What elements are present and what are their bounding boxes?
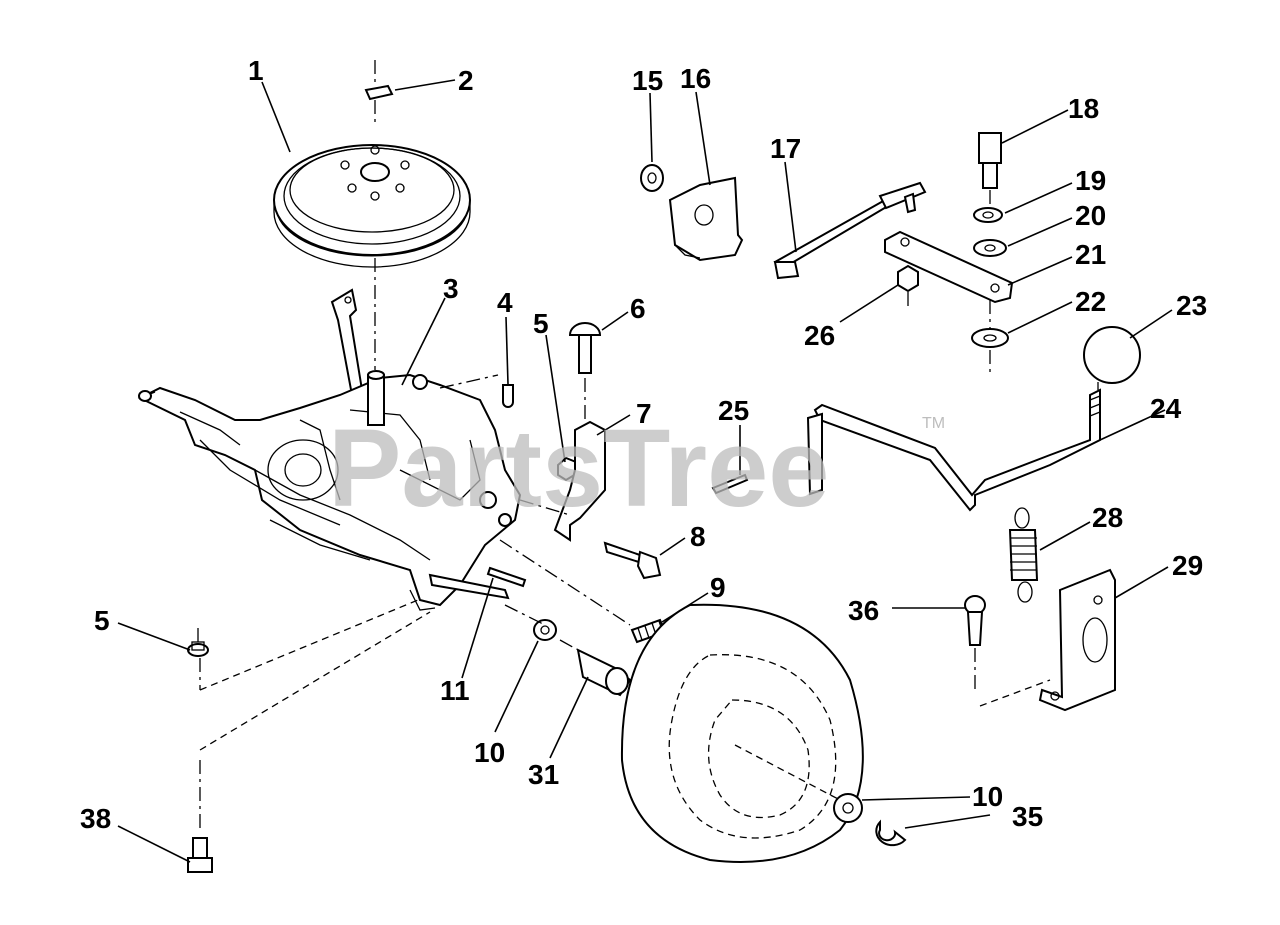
shift-lever-part (806, 388, 1101, 512)
extension-spring-part (1008, 507, 1039, 603)
callout-16: 16 (680, 63, 711, 94)
callout-3: 3 (443, 273, 459, 304)
lower-washer-part (971, 328, 1009, 348)
callout-19: 19 (1075, 165, 1106, 196)
callout-26: 26 (804, 320, 835, 351)
upper-washer-part (973, 239, 1007, 257)
carriage-bolt-part (568, 322, 602, 374)
spacer-part (576, 648, 632, 697)
callout-31: 31 (528, 759, 559, 790)
callout-2: 2 (458, 65, 474, 96)
callout-10-right: 10 (972, 781, 1003, 812)
lower-nut-part (187, 641, 209, 657)
callout-5-lower: 5 (94, 605, 110, 636)
cap-screw-part (978, 132, 1002, 189)
mounting-plate-part (1038, 568, 1116, 712)
leader-lines (117, 79, 1173, 863)
lock-washer-part (973, 207, 1003, 223)
callout-7: 7 (636, 398, 652, 429)
lever-plate-part (884, 230, 1014, 304)
callout-11: 11 (440, 675, 470, 706)
callout-23: 23 (1176, 290, 1207, 321)
e-clip-part (875, 819, 907, 847)
callout-18: 18 (1068, 93, 1099, 124)
woodruff-key-part (502, 384, 514, 408)
cotter-pin-part (711, 473, 749, 495)
callout-35: 35 (1012, 801, 1043, 832)
lever-nut-part (897, 264, 919, 293)
callout-38: 38 (80, 803, 111, 834)
wheel-part (620, 603, 864, 863)
axle-key-part (486, 566, 527, 588)
bracket-part (330, 288, 364, 397)
wheel-washer-part (833, 793, 863, 823)
watermark-trademark: TM (922, 415, 945, 432)
callout-22: 22 (1075, 286, 1106, 317)
callout-36: 36 (848, 595, 879, 626)
callout-1: 1 (248, 55, 264, 86)
transaxle-part (137, 370, 522, 611)
pulley-part (273, 144, 471, 268)
callout-8: 8 (690, 521, 706, 552)
knob-part (1083, 326, 1141, 384)
callout-4: 4 (497, 287, 513, 318)
callout-17: 17 (770, 133, 801, 164)
callout-20: 20 (1075, 200, 1106, 231)
callout-10-left: 10 (474, 737, 505, 768)
mounting-bracket-part (668, 176, 744, 262)
hex-bolt-part (603, 541, 662, 580)
callout-25: 25 (718, 395, 749, 426)
shift-rod-part (773, 181, 927, 280)
callout-24: 24 (1150, 393, 1182, 424)
watermark: PartsTree (328, 407, 829, 530)
callout-5-upper: 5 (533, 308, 549, 339)
callout-28: 28 (1092, 502, 1123, 533)
callout-6: 6 (630, 293, 646, 324)
shift-bracket-part (553, 420, 606, 542)
washer-part (533, 619, 557, 641)
callout-29: 29 (1172, 550, 1203, 581)
flat-washer-part (640, 164, 664, 192)
key-part (364, 84, 394, 101)
callout-21: 21 (1075, 239, 1106, 270)
callout-15: 15 (632, 65, 663, 96)
shoulder-bolt-part (187, 837, 213, 873)
callout-9: 9 (710, 572, 726, 603)
shoulder-screw-part (964, 595, 986, 646)
